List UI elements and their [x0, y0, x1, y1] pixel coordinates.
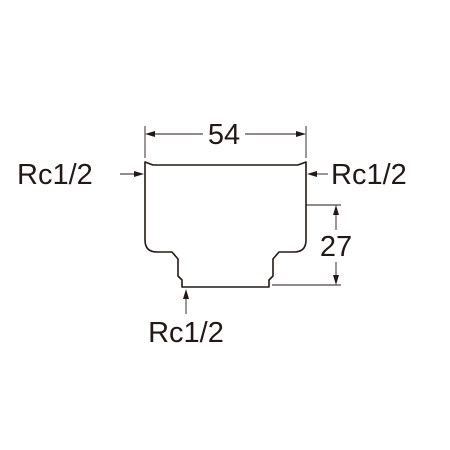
width-label-background	[203, 118, 245, 150]
port-bottom-arrow	[183, 289, 189, 299]
port-left-arrow	[134, 171, 144, 177]
port-right-arrow	[307, 171, 317, 177]
tee-body-outline	[144, 161, 307, 288]
port-bottom-label: Rc1/2	[148, 317, 224, 349]
height-arrow-top	[333, 205, 339, 215]
width-arrow-right	[296, 131, 306, 137]
width-arrow-left	[145, 131, 155, 137]
height-arrow-bottom	[333, 275, 339, 285]
width-dimension-label: 54	[208, 119, 240, 151]
height-dimension-label: 27	[320, 231, 352, 263]
port-left-label: Rc1/2	[17, 159, 93, 191]
height-label-background	[316, 230, 356, 262]
port-right-label: Rc1/2	[331, 159, 407, 191]
